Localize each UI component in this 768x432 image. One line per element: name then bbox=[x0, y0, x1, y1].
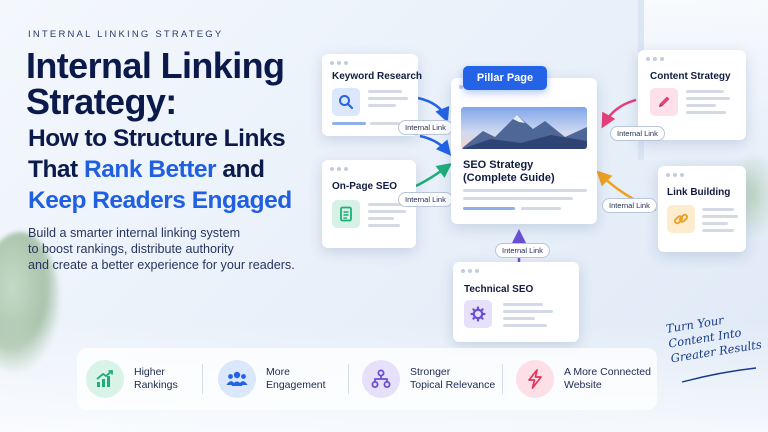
subtitle-line-3: Keep Readers Engaged bbox=[28, 187, 292, 214]
pencil-icon bbox=[650, 88, 678, 116]
feature-line-1: Stronger bbox=[410, 366, 451, 378]
pillar-title-2: (Complete Guide) bbox=[463, 172, 555, 184]
users-icon bbox=[218, 360, 256, 398]
pillar-page-button[interactable]: Pillar Page bbox=[463, 66, 547, 90]
internal-link-label: Internal Link bbox=[398, 192, 453, 207]
divider bbox=[202, 364, 203, 394]
card-on-page-seo[interactable]: On-Page SEO bbox=[322, 160, 416, 248]
hierarchy-icon bbox=[362, 360, 400, 398]
internal-link-label: Internal Link bbox=[495, 243, 550, 258]
feature-line-2: Website bbox=[564, 379, 602, 391]
card-title: Content Strategy bbox=[650, 71, 731, 82]
internal-link-label: Internal Link bbox=[610, 126, 665, 141]
description: Build a smarter internal linking system … bbox=[28, 225, 328, 273]
card-content-strategy[interactable]: Content Strategy bbox=[638, 50, 746, 140]
subtitle-and: and bbox=[216, 156, 265, 183]
feature-topical-relevance: Stronger Topical Relevance bbox=[362, 360, 495, 398]
arrow-content-to-pillar bbox=[601, 98, 637, 129]
description-line-2: to boost rankings, distribute authority bbox=[28, 242, 234, 256]
card-title: On-Page SEO bbox=[332, 181, 398, 192]
subtitle-that: That bbox=[28, 156, 85, 183]
subtitle-line-1: How to Structure Links bbox=[28, 125, 286, 152]
feature-line-1: Higher bbox=[134, 366, 165, 378]
card-title: Technical SEO bbox=[464, 284, 534, 295]
feature-connected-website: A More Connected Website bbox=[516, 360, 651, 398]
internal-link-label: Internal Link bbox=[398, 120, 453, 135]
chart-up-icon bbox=[86, 360, 124, 398]
feature-line-1: A More Connected bbox=[564, 366, 651, 378]
card-title: Link Building bbox=[667, 187, 731, 198]
feature-higher-rankings: Higher Rankings bbox=[86, 360, 178, 398]
window-dots bbox=[461, 269, 479, 273]
chain-link-icon bbox=[667, 205, 695, 233]
gear-icon bbox=[464, 300, 492, 328]
description-line-1: Build a smarter internal linking system bbox=[28, 226, 241, 240]
subtitle-rank-better: Rank Better bbox=[84, 156, 217, 183]
feature-line-2: Topical Relevance bbox=[410, 379, 496, 391]
feature-line-1: More bbox=[266, 366, 290, 378]
mountain-image bbox=[461, 107, 587, 149]
feature-more-engagement: More Engagement bbox=[218, 360, 326, 398]
eyebrow-label: INTERNAL LINKING STRATEGY bbox=[28, 29, 224, 40]
search-icon bbox=[332, 88, 360, 116]
card-technical-seo[interactable]: Technical SEO bbox=[453, 262, 579, 342]
feature-line-2: Engagement bbox=[266, 379, 326, 391]
card-pillar-page[interactable]: SEO Strategy (Complete Guide) bbox=[451, 78, 597, 224]
internal-link-label: Internal Link bbox=[602, 198, 657, 213]
document-icon bbox=[332, 200, 360, 228]
handwritten-underline bbox=[681, 367, 757, 383]
title-line-1: Internal Linking bbox=[26, 45, 285, 86]
subtitle-line-2: That Rank Better and bbox=[28, 154, 328, 185]
card-link-building[interactable]: Link Building bbox=[658, 166, 746, 252]
page-subtitle: How to Structure Links That Rank Better … bbox=[28, 123, 328, 216]
window-dots bbox=[666, 173, 684, 177]
window-dots bbox=[646, 57, 664, 61]
arrow-onpage-to-pillar bbox=[415, 163, 453, 188]
divider bbox=[348, 364, 349, 394]
window-dots bbox=[330, 61, 348, 65]
pillar-title-1: SEO Strategy bbox=[463, 159, 534, 171]
window-dots bbox=[330, 167, 348, 171]
description-line-3: and create a better experience for your … bbox=[28, 258, 295, 272]
title-line-2: Strategy: bbox=[26, 81, 177, 122]
card-title: Keyword Research bbox=[332, 71, 423, 82]
arrow-keyword-to-pillar-2 bbox=[419, 134, 452, 156]
lightning-icon bbox=[516, 360, 554, 398]
arrow-keyword-to-pillar bbox=[417, 96, 450, 123]
page-title: Internal Linking Strategy: bbox=[26, 48, 326, 120]
divider bbox=[502, 364, 503, 394]
feature-line-2: Rankings bbox=[134, 379, 178, 391]
